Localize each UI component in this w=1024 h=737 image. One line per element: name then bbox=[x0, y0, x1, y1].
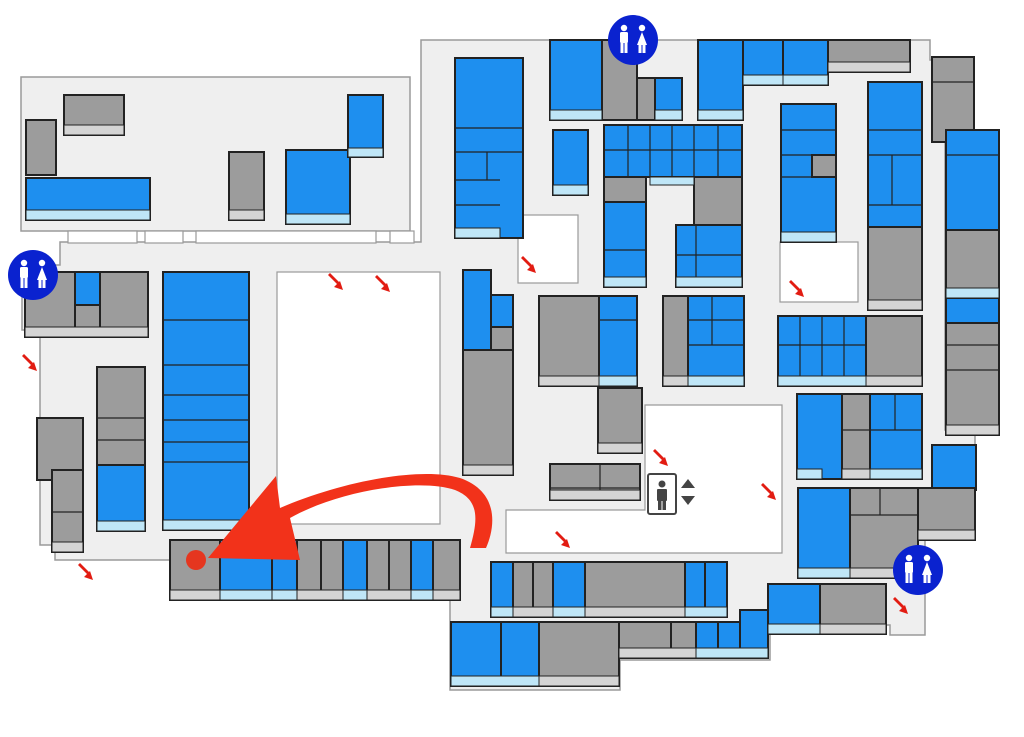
shop-unit[interactable] bbox=[603, 176, 647, 203]
shop-unit[interactable] bbox=[96, 366, 146, 466]
shop-unit[interactable] bbox=[662, 295, 689, 387]
shop-unit[interactable] bbox=[869, 393, 923, 480]
shop-unit[interactable] bbox=[945, 322, 1000, 436]
elevator-icon[interactable] bbox=[647, 473, 695, 515]
shop-unit[interactable] bbox=[931, 444, 977, 491]
shop-unit[interactable] bbox=[96, 464, 146, 532]
shop-unit[interactable] bbox=[945, 129, 1000, 231]
direction-arrow-icon bbox=[78, 563, 93, 580]
shop-unit[interactable] bbox=[687, 295, 745, 387]
shop-unit[interactable] bbox=[636, 77, 656, 121]
storefronts bbox=[25, 74, 1000, 687]
shop-unit[interactable] bbox=[462, 269, 492, 351]
shop-unit[interactable] bbox=[811, 154, 837, 178]
shop-unit[interactable] bbox=[865, 315, 923, 387]
shop-unit[interactable] bbox=[490, 326, 514, 351]
shop-unit[interactable] bbox=[51, 469, 84, 553]
shop-unit[interactable] bbox=[693, 176, 743, 226]
shop-unit[interactable] bbox=[162, 271, 250, 531]
shop-unit[interactable] bbox=[796, 393, 843, 480]
shop-unit[interactable] bbox=[945, 229, 1000, 299]
shop-unit[interactable] bbox=[462, 349, 514, 476]
route-start-dot bbox=[186, 550, 206, 570]
shop-unit[interactable] bbox=[797, 487, 851, 579]
shop-unit[interactable] bbox=[25, 119, 57, 176]
restroom-icon[interactable] bbox=[8, 250, 58, 300]
storefronts-occupied bbox=[24, 61, 1000, 687]
shop-unit[interactable] bbox=[228, 151, 265, 221]
atrium-east bbox=[779, 241, 859, 303]
shop-unit[interactable] bbox=[931, 56, 975, 143]
atrium-central bbox=[505, 404, 783, 554]
shop-unit[interactable] bbox=[285, 149, 351, 225]
restroom-icon[interactable] bbox=[608, 15, 658, 65]
shop-unit[interactable] bbox=[598, 295, 638, 387]
shop-unit[interactable] bbox=[450, 621, 502, 687]
shop-unit[interactable] bbox=[697, 39, 744, 121]
annex-partition bbox=[67, 230, 415, 244]
route-arrow-icon bbox=[186, 473, 493, 570]
shop-unit[interactable] bbox=[867, 226, 923, 311]
restroom-icon[interactable] bbox=[893, 545, 943, 595]
shop-unit[interactable] bbox=[454, 57, 524, 239]
shop-unit[interactable] bbox=[74, 271, 101, 306]
shop-unit[interactable] bbox=[500, 621, 540, 687]
shop-unit[interactable] bbox=[490, 294, 514, 328]
shop-unit[interactable] bbox=[549, 39, 603, 121]
shop-unit[interactable] bbox=[552, 129, 589, 196]
atrium-small bbox=[517, 214, 579, 284]
shop-unit[interactable] bbox=[603, 201, 647, 288]
shop-unit[interactable] bbox=[538, 295, 600, 387]
direction-arrow-icon bbox=[22, 354, 37, 371]
shop-unit[interactable] bbox=[603, 124, 743, 178]
shop-unit[interactable] bbox=[841, 393, 871, 480]
shop-unit[interactable] bbox=[945, 297, 1000, 324]
